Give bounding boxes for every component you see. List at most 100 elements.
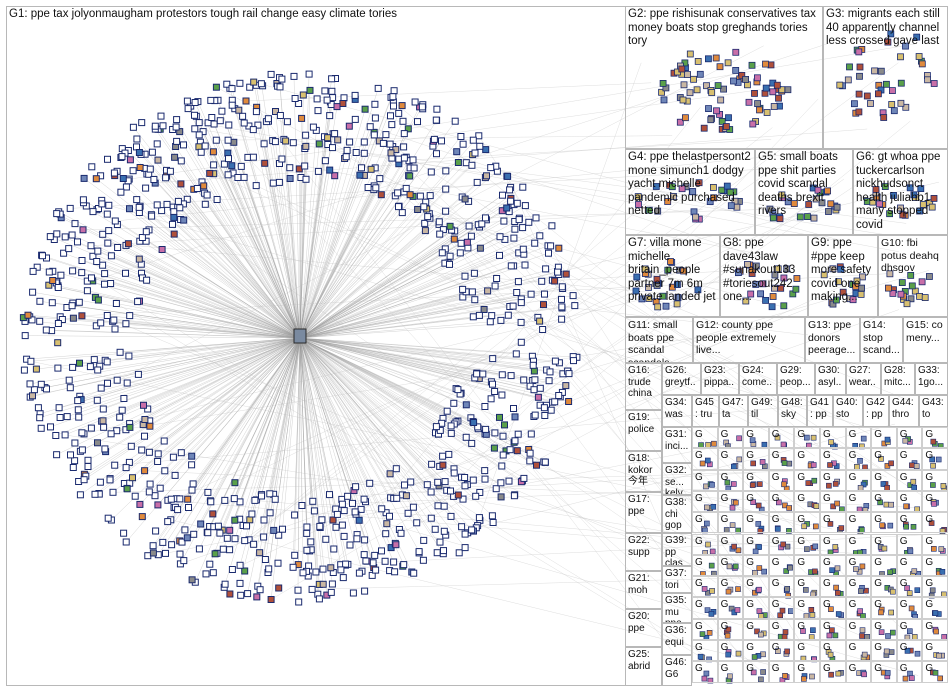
graph-node bbox=[427, 168, 435, 176]
graph-node bbox=[151, 122, 159, 130]
cluster-node bbox=[679, 96, 687, 104]
graph-node bbox=[214, 522, 222, 530]
small-group-cell: G bbox=[768, 576, 795, 598]
graph-node bbox=[468, 288, 476, 296]
small-group-cell: G bbox=[922, 618, 948, 640]
group-label-g49: G49: til bbox=[751, 397, 773, 420]
cluster-node bbox=[770, 103, 778, 110]
graph-node bbox=[94, 366, 102, 374]
small-group-cell: G bbox=[820, 661, 846, 683]
small-group-cell: G bbox=[896, 490, 923, 513]
group-box-g37: G37: tori bbox=[662, 566, 692, 593]
cluster-node bbox=[690, 75, 697, 83]
graph-node bbox=[250, 78, 258, 86]
group-box-g44: G44: thro bbox=[889, 395, 919, 427]
small-group-label: G bbox=[746, 642, 754, 653]
graph-node bbox=[171, 471, 179, 479]
group-box-g29: G29: peop... bbox=[777, 363, 815, 395]
graph-node bbox=[60, 249, 68, 257]
graph-node bbox=[169, 453, 177, 461]
small-group-cell: G bbox=[768, 554, 795, 577]
group-box-g34: G34: was bbox=[662, 395, 692, 427]
graph-node bbox=[183, 97, 191, 105]
small-group-label: G bbox=[695, 599, 703, 611]
graph-node bbox=[158, 207, 166, 215]
graph-node bbox=[246, 83, 254, 91]
graph-node bbox=[145, 488, 153, 496]
graph-node bbox=[555, 244, 563, 252]
graph-node bbox=[314, 167, 322, 175]
small-group-cell: G bbox=[717, 448, 744, 470]
graph-node bbox=[251, 496, 259, 504]
small-group-label: G bbox=[925, 471, 934, 483]
graph-node bbox=[26, 380, 34, 388]
graph-node bbox=[517, 299, 525, 307]
small-group-label: G bbox=[695, 578, 703, 590]
graph-node bbox=[283, 118, 291, 126]
graph-node bbox=[389, 93, 397, 101]
graph-node bbox=[313, 95, 321, 103]
graph-node bbox=[143, 276, 151, 284]
small-group-label: G bbox=[899, 578, 908, 590]
graph-node bbox=[65, 376, 73, 384]
graph-node bbox=[463, 238, 471, 246]
graph-node bbox=[476, 489, 484, 496]
graph-node bbox=[476, 244, 484, 252]
group-label-g19: G19: police bbox=[628, 412, 655, 435]
graph-node bbox=[87, 242, 95, 250]
graph-node bbox=[204, 488, 212, 496]
graph-node bbox=[53, 451, 61, 459]
group-box-g48: G48: sky bbox=[778, 395, 807, 427]
graph-node bbox=[254, 121, 262, 129]
graph-node bbox=[239, 112, 247, 120]
graph-node bbox=[37, 424, 45, 432]
graph-node bbox=[340, 507, 348, 515]
group-label-g46: G46: G6 bbox=[665, 657, 687, 680]
small-group-cell: G bbox=[922, 490, 948, 513]
cluster-node bbox=[751, 90, 758, 97]
cluster-node bbox=[680, 81, 688, 89]
small-group-label: G bbox=[899, 492, 908, 504]
graph-node bbox=[400, 143, 408, 151]
graph-node bbox=[74, 397, 82, 405]
group-label-g35: G35: mu ppe bbox=[665, 595, 687, 622]
graph-node bbox=[358, 164, 365, 172]
small-group-label: G bbox=[695, 429, 703, 440]
graph-node bbox=[512, 350, 520, 358]
graph-nodes bbox=[19, 30, 948, 684]
small-group-label: G bbox=[925, 450, 934, 462]
graph-node bbox=[501, 421, 508, 429]
graph-node bbox=[61, 431, 69, 439]
graph-node bbox=[539, 326, 547, 333]
group-box-g22: G22: supp bbox=[625, 533, 662, 571]
small-group-cell: G bbox=[794, 661, 820, 683]
graph-node bbox=[409, 156, 417, 164]
graph-node bbox=[491, 429, 499, 437]
graph-node bbox=[114, 244, 122, 251]
graph-node bbox=[36, 414, 44, 422]
small-group-label: G bbox=[823, 663, 831, 675]
graph-node bbox=[519, 183, 527, 191]
graph-node bbox=[47, 423, 54, 431]
small-group-cell: G bbox=[717, 427, 744, 449]
graph-node bbox=[565, 398, 573, 405]
graph-node bbox=[421, 219, 429, 227]
graph-node bbox=[507, 197, 515, 205]
graph-node bbox=[99, 261, 107, 269]
small-group-label: G bbox=[848, 578, 857, 590]
graph-node bbox=[125, 352, 133, 360]
small-group-label: G bbox=[823, 429, 831, 440]
small-group-cell: G bbox=[871, 427, 897, 449]
graph-node bbox=[459, 285, 467, 293]
graph-node bbox=[515, 216, 523, 224]
graph-node bbox=[29, 392, 36, 400]
graph-node bbox=[145, 448, 153, 456]
small-group-label: G bbox=[874, 429, 882, 440]
small-group-label: G bbox=[848, 599, 857, 611]
graph-node bbox=[219, 545, 227, 553]
small-group-cell: G bbox=[820, 597, 846, 619]
graph-node bbox=[531, 411, 539, 419]
cluster-node bbox=[705, 105, 712, 112]
cluster-node bbox=[897, 79, 905, 87]
graph-node bbox=[127, 442, 135, 450]
